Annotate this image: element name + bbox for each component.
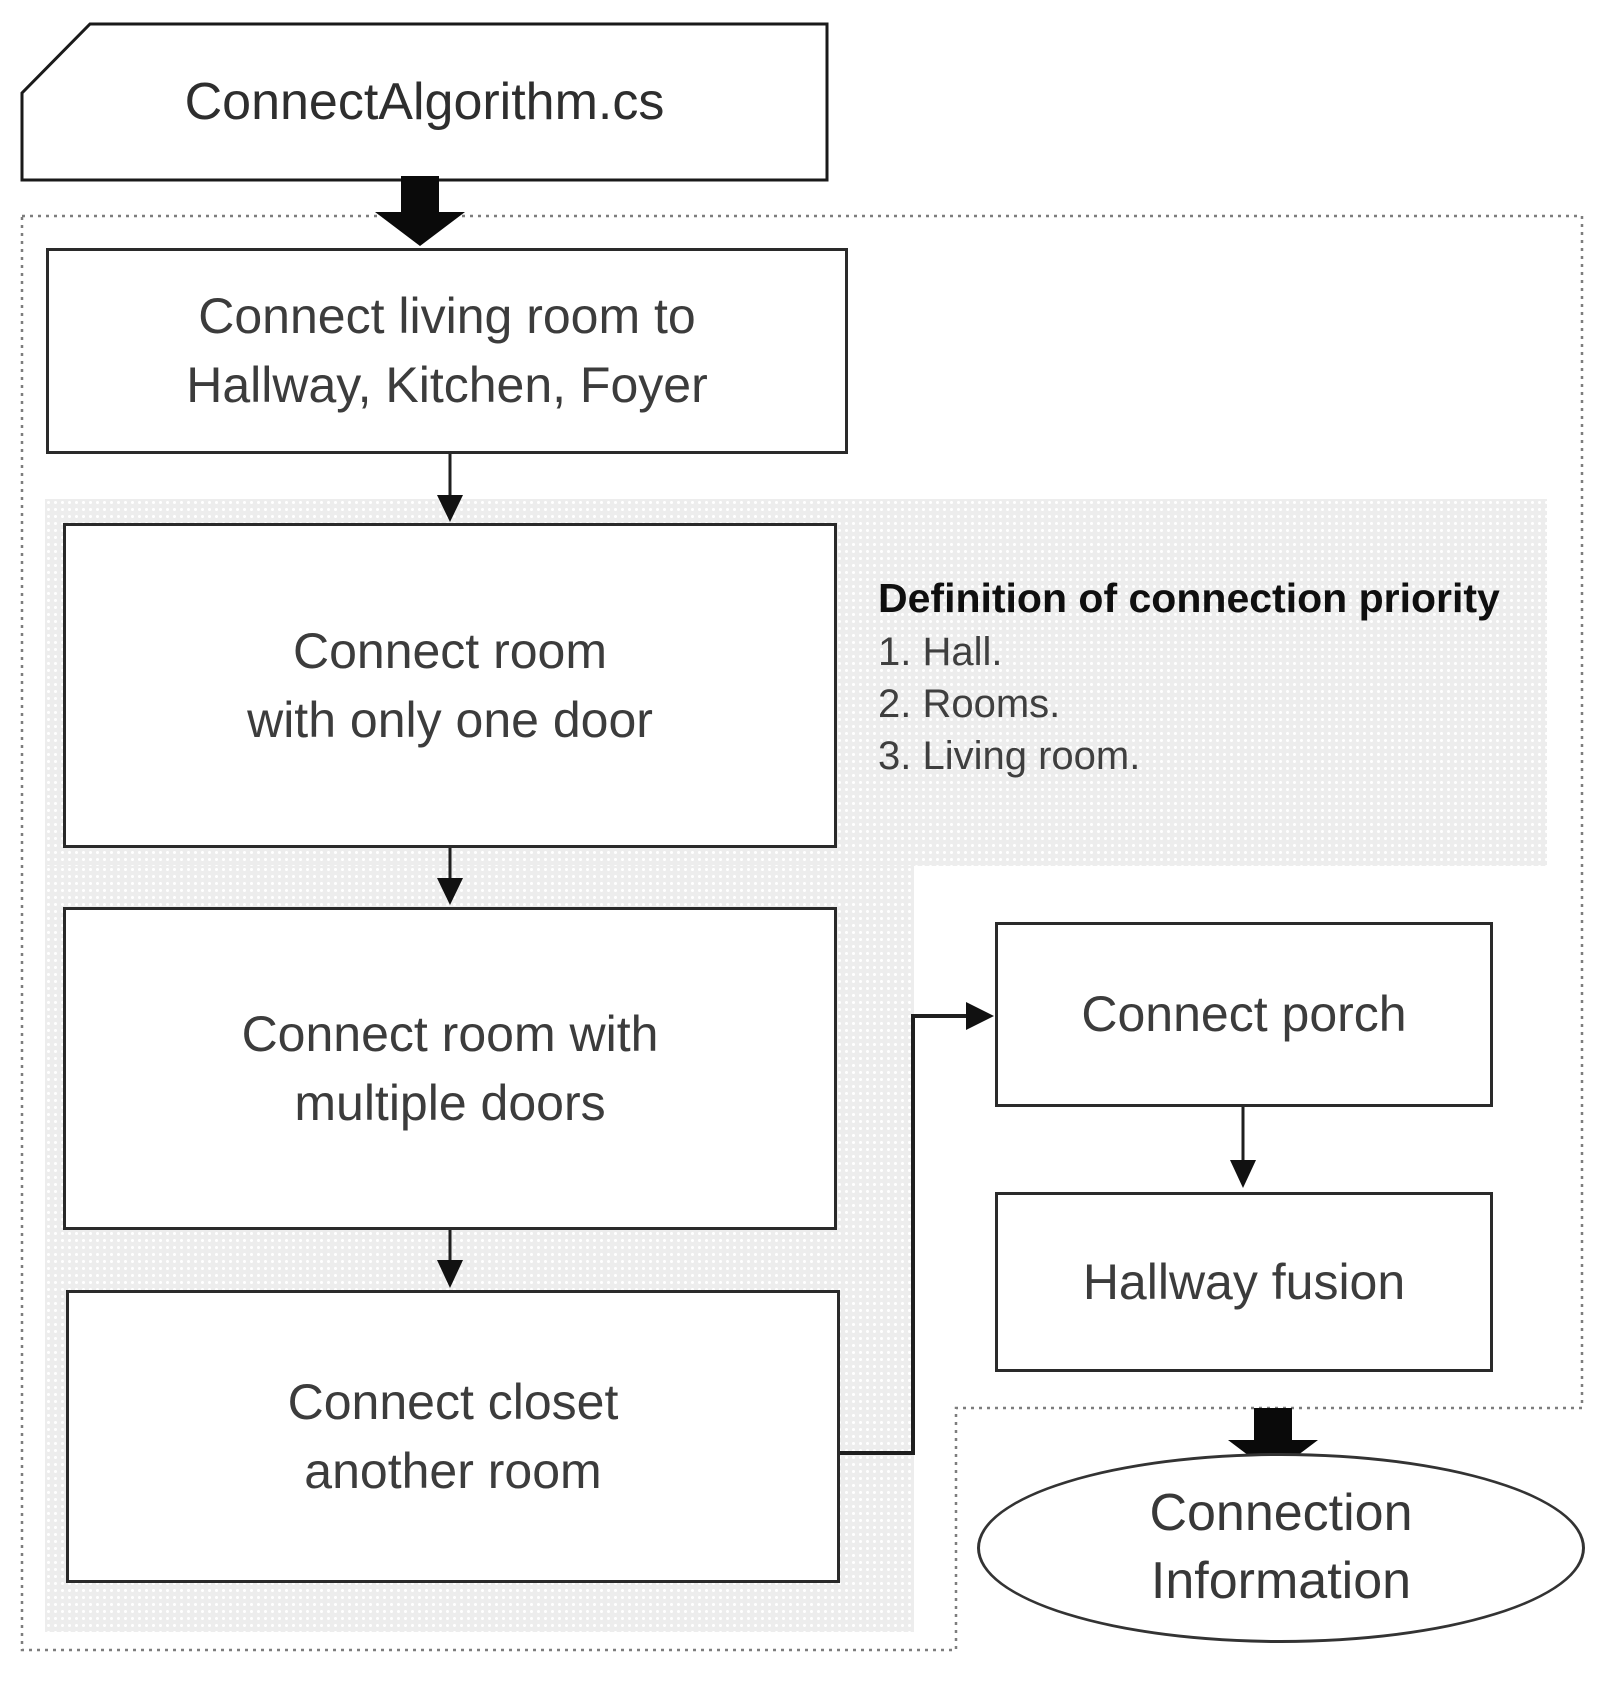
note-connection-priority-title: Definition of connection priority [878,575,1500,621]
note-connection-priority: Definition of connection priority 1. Hal… [878,572,1500,782]
note-priority-item-3: 3. Living room. [878,734,1141,778]
arrowhead-porch-to-fusion-icon [1230,1160,1256,1188]
source-card-label: ConnectAlgorithm.cs [184,73,665,131]
note-priority-item-2: 2. Rooms. [878,682,1061,726]
step-connect-one-door: Connect room with only one door [63,523,837,848]
terminal-connection-information: Connection Information [977,1453,1585,1643]
step-connect-living-room-line1: Connect living room to [198,288,696,344]
step-connect-multiple-doors-line2: multiple doors [294,1074,606,1131]
step-connect-closet-line2: another room [304,1442,602,1499]
step-connect-living-room-line2: Hallway, Kitchen, Foyer [186,357,708,413]
terminal-connection-information-line2: Information [1150,1552,1412,1610]
note-priority-item-1: 1. Hall. [878,630,1003,674]
dashed-scope-border [20,214,1584,1652]
step-connect-closet: Connect closet another room [66,1290,840,1583]
step-connect-living-room: Connect living room to Hallway, Kitchen,… [46,248,848,454]
terminal-connection-information-line1: Connection [1149,1484,1413,1543]
arrowhead-onedoor-to-multidoor-icon [437,878,463,905]
step-connect-multiple-doors-line1: Connect room with [241,1005,659,1062]
step-hallway-fusion: Hallway fusion [995,1192,1493,1372]
thick-arrow-card-to-living-icon [375,176,465,246]
arrowhead-closet-to-porch-icon [966,1002,994,1030]
elbow-closet-to-porch [840,1014,968,1455]
step-connect-porch-label: Connect porch [1081,986,1407,1042]
thick-arrow-fusion-to-output-icon [1228,1408,1318,1474]
step-connect-closet-line1: Connect closet [287,1373,619,1430]
arrowhead-multidoor-to-closet-icon [437,1260,463,1288]
step-hallway-fusion-label: Hallway fusion [1082,1253,1406,1310]
step-connect-one-door-line1: Connect room [292,622,608,679]
step-connect-porch: Connect porch [995,922,1493,1107]
step-connect-multiple-doors: Connect room with multiple doors [63,907,837,1230]
arrowhead-living-to-onedoor-icon [437,495,463,522]
source-card-label-wrap: ConnectAlgorithm.cs [22,24,827,180]
step-connect-one-door-line2: with only one door [247,691,653,748]
